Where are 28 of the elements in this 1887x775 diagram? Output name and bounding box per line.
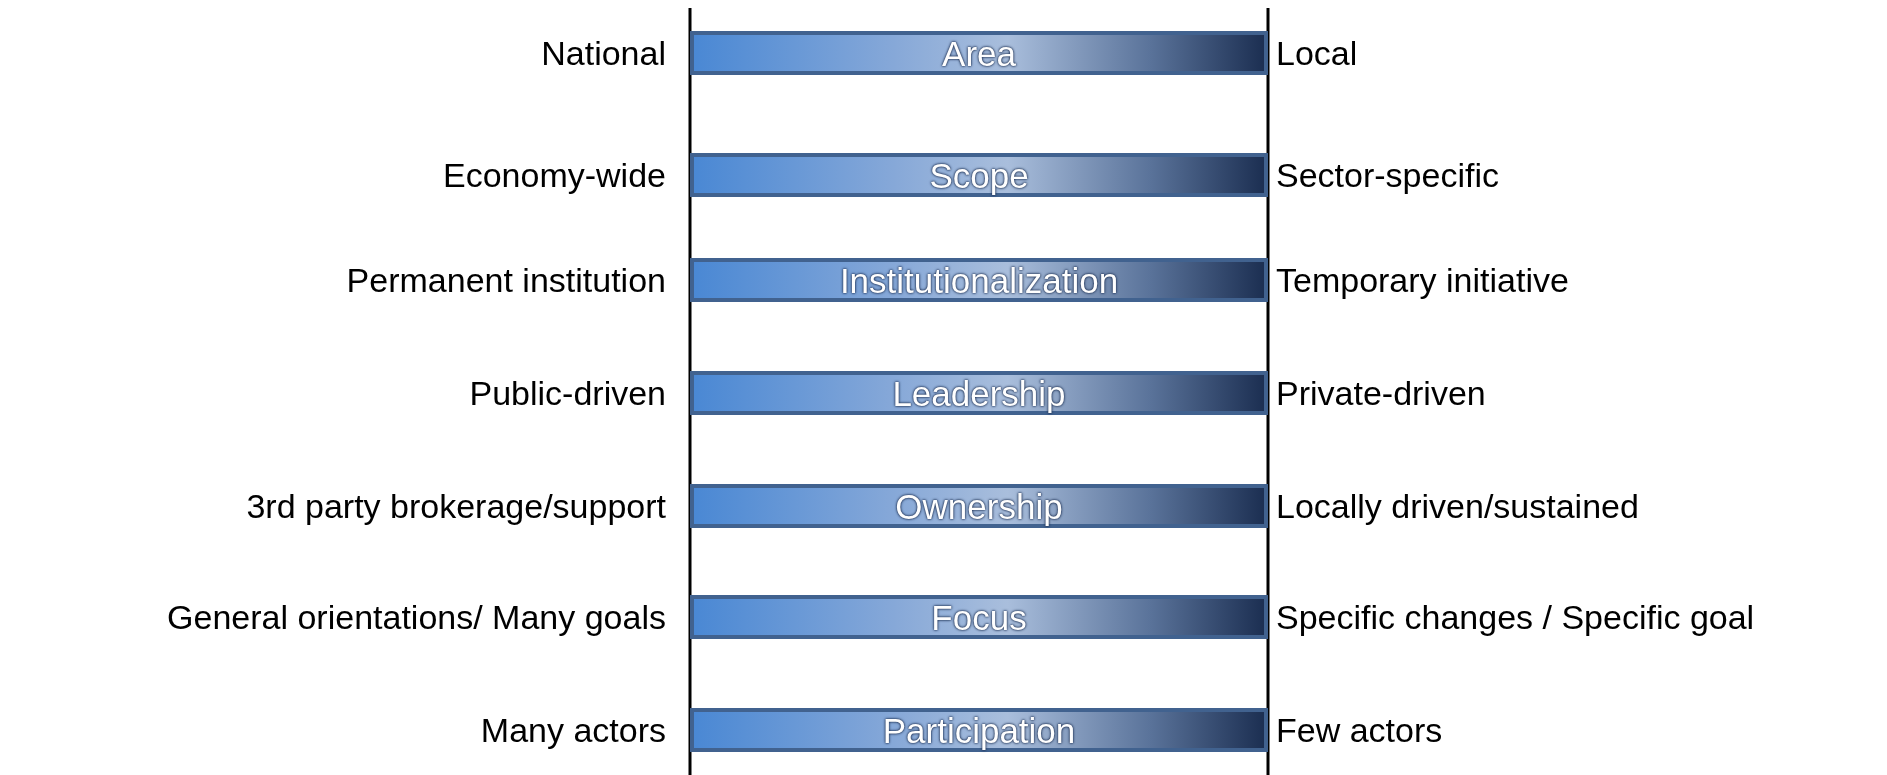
pole-label: Sector-specific (1276, 158, 1499, 192)
pole-label: 3rd party brokerage/support (246, 489, 666, 523)
pole-label: Permanent institution (346, 263, 666, 297)
pole-label: Specific changes / Specific goal (1276, 600, 1755, 634)
bar-label: Leadership (892, 375, 1066, 411)
pole-label: Local (1276, 36, 1358, 70)
pole-label: Public-driven (469, 376, 666, 410)
bar-label: Focus (931, 599, 1027, 635)
bar-label: Participation (882, 712, 1076, 748)
pole-label: Temporary initiative (1276, 263, 1569, 297)
gradient-bar (690, 153, 1268, 197)
bar-label: Area (942, 35, 1016, 71)
pole-label: National (541, 36, 666, 70)
pole-label: Many actors (480, 713, 666, 747)
gradient-bar (690, 31, 1268, 75)
bar-label: Scope (929, 157, 1029, 193)
pole-label: Private-driven (1276, 376, 1486, 410)
gradient-bar (690, 258, 1268, 302)
gradient-bar (690, 708, 1268, 752)
bar-label: Ownership (895, 488, 1063, 524)
bar-label: Institutionalization (839, 262, 1119, 298)
pole-label: Economy-wide (443, 158, 666, 192)
gradient-bar (690, 371, 1268, 415)
gradient-bar (690, 595, 1268, 639)
gradient-bar (690, 484, 1268, 528)
pole-label: Few actors (1276, 713, 1443, 747)
pole-label: General orientations/ Many goals (167, 600, 666, 634)
pole-label: Locally driven/sustained (1276, 489, 1639, 523)
